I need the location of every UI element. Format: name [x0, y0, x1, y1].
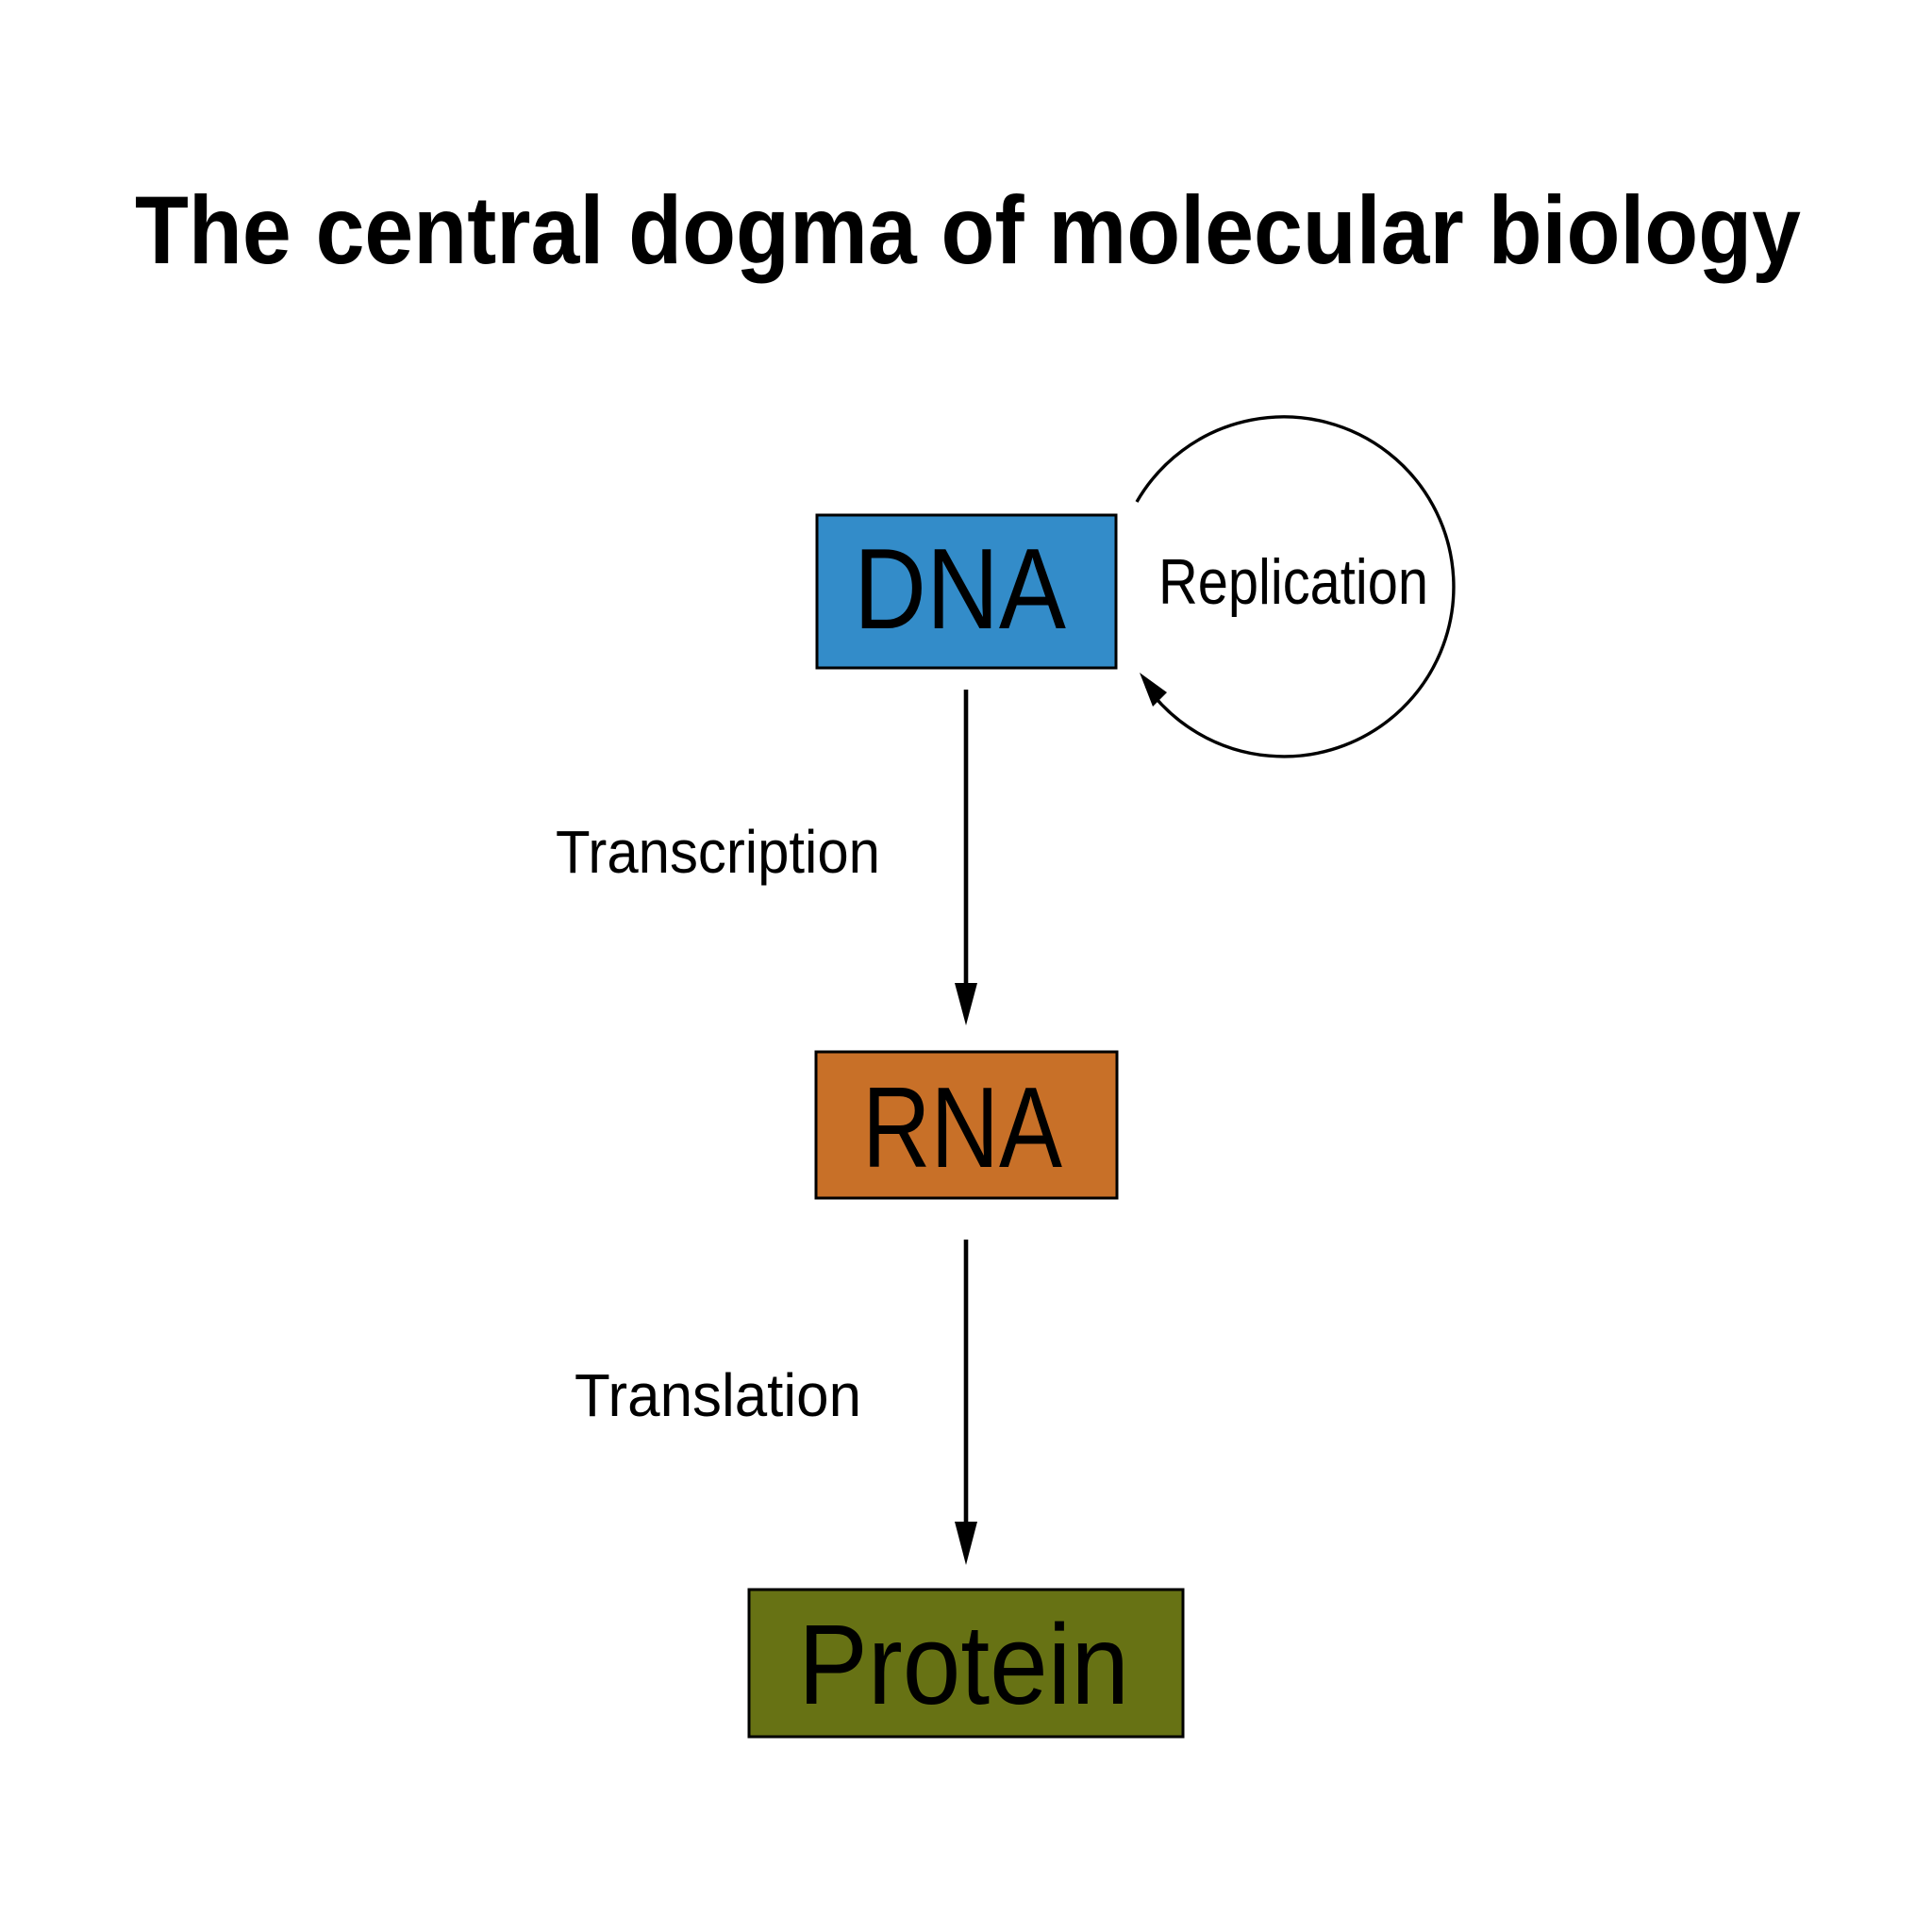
svg-text:RNA: RNA — [862, 1063, 1063, 1191]
svg-text:The central dogma of molecular: The central dogma of molecular biology — [135, 176, 1801, 284]
svg-text:Protein: Protein — [798, 1600, 1129, 1728]
svg-text:Translation: Translation — [575, 1361, 861, 1429]
svg-text:Transcription: Transcription — [556, 818, 880, 886]
svg-text:Replication: Replication — [1158, 546, 1428, 618]
svg-text:DNA: DNA — [854, 525, 1067, 653]
